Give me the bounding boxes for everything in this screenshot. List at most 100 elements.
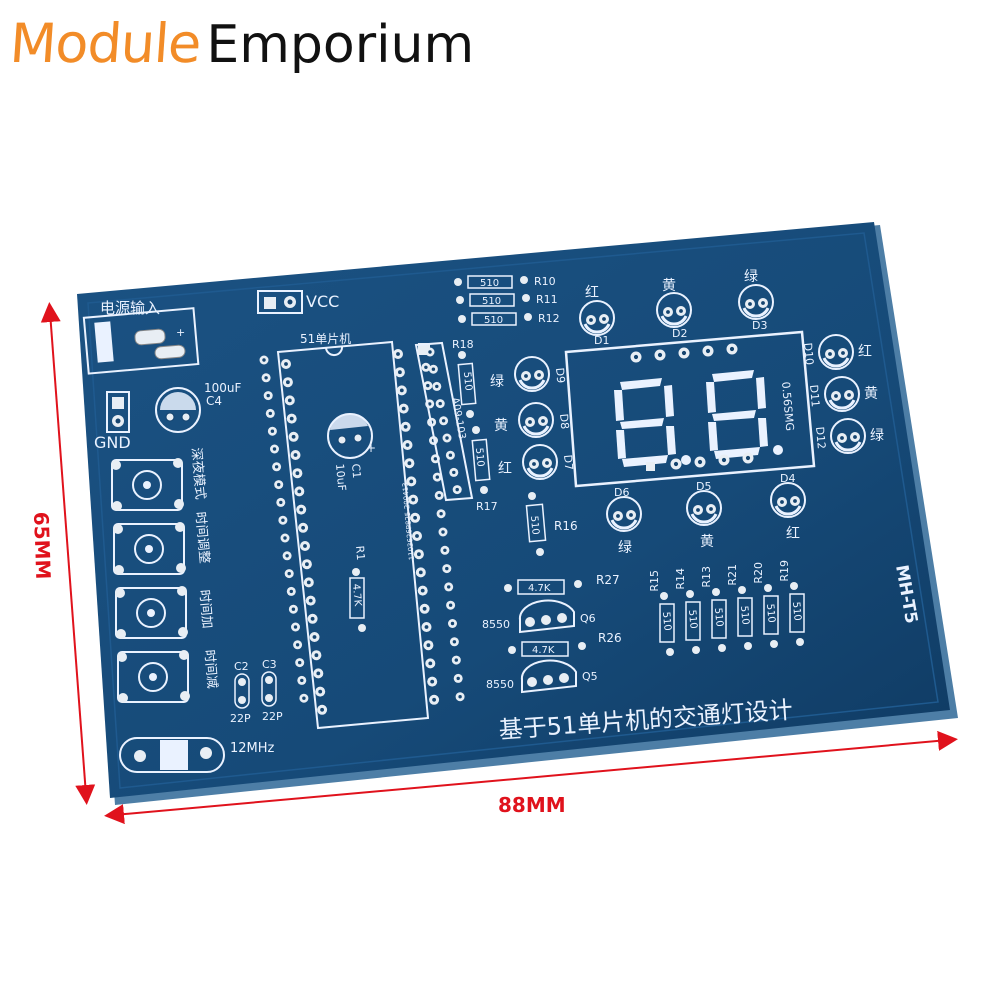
mcu-pin-left-hole [289,416,294,421]
resistor-bank: R15 510 R14 510 R13 510 R21 510 [648,560,805,656]
display-model: 0.56SMG [779,381,796,431]
button-label-time-adjust: 时间调整 [192,511,211,564]
r14-ref: R14 [674,568,687,590]
r19-ref: R19 [778,560,791,582]
header-pin-hole [452,640,457,644]
led-outline [518,402,554,438]
led-pad-hole [616,514,620,518]
led-pad-hole [532,462,536,466]
resistor-r16 [525,492,547,556]
led-color-label: 绿 [490,374,504,390]
resistor-r14: R14 510 [674,568,701,654]
mcu-pin-right-hole [398,370,402,375]
mcu-pins-right [393,349,440,705]
header-pin-hole [458,694,462,699]
mcu-pin-left-hole [303,544,307,548]
resistor-r20: R20 510 [752,562,779,648]
mcu-pin-left-hole [310,616,315,621]
led-d2: 黄D2 [656,277,692,340]
led-outline [656,292,692,328]
mcu-pin-right-hole [405,443,410,447]
led-flat [834,441,862,452]
header-pin-hole [437,493,441,498]
led-ref-label: D1 [594,334,609,347]
led-flat [610,519,638,530]
header-pin-hole [439,511,443,516]
left-column-pin-hole [274,465,279,469]
left-column-pin-hole [297,660,302,665]
resistor-r21: R21 510 [726,564,753,650]
q5-type: 8550 [486,678,514,691]
mcu-label: 51单片机 [300,332,351,346]
led-pad-hole [761,301,765,305]
left-column-pin-hole [289,589,294,594]
left-column-pin-hole [281,518,285,522]
header-column [418,343,465,702]
left-column-pin-hole [302,696,306,700]
left-column-pin-hole [266,393,270,398]
led-outline [514,356,550,392]
display-pin-top-hole [729,346,735,352]
header-pin-hole [448,603,453,607]
left-column-pin-hole [268,411,273,416]
mcu-pin-left-hole [293,453,298,457]
display-pin-top-hole [633,354,639,360]
left-column-pin-hole [285,554,289,558]
r16-ref: R16 [554,519,578,533]
led-pad-hole [748,302,752,306]
resistor-r19: R19 510 [778,560,805,646]
mcu-pin-right-hole [411,497,416,502]
r14-value: 510 [686,609,699,629]
header-pin-hole [433,457,438,461]
led-pad-hole [834,394,838,398]
rpack-pin-hole [441,419,446,423]
mcu-pin-left-hole [286,380,290,385]
led-outline [686,490,722,526]
led-pad-hole [840,436,844,440]
c2-value: 22P [230,712,251,725]
r21-ref: R21 [726,564,739,586]
left-pin-column [259,355,309,703]
led-ref-label: D11 [807,384,822,408]
mcu-pin-right-hole [401,406,406,411]
led-pad-hole [709,507,713,511]
brand-word-emporium: Emporium [206,15,475,75]
rpack-pin-hole [455,487,459,492]
mcu-pin-right-hole [417,552,421,557]
resistor-r18 [457,351,477,418]
mcu-pin-right-hole [432,697,436,702]
resistor-r15: R15 510 [648,570,675,656]
capacitor-c1: + [327,413,376,459]
rpack-pins [425,347,462,495]
resistor-r10: 510 R10 [454,275,556,289]
resistor-pack [414,341,474,502]
led-color-label: 绿 [870,428,884,444]
led-d6: 绿D6 [606,486,642,556]
led-pad-hole [541,419,545,423]
led-ref-label: D9 [553,367,567,384]
header-pin-hole [450,621,455,626]
led-ref-label: D12 [813,426,828,450]
capacitor-c4 [155,387,201,433]
display-pins [630,343,754,471]
led-d12: 绿 D12 [813,418,884,454]
button-time-minus [117,650,190,703]
vcc-label: VCC [306,292,339,311]
led-pad-hole [528,420,532,424]
led-flat [526,467,554,478]
rpack-pin-hole [445,436,449,440]
display-pin-bottom-hole [673,461,679,467]
mcu-pin-left-hole [316,671,321,676]
button-night-mode [111,458,184,511]
r12-value: 510 [484,315,503,326]
power-input-jack: + [82,307,200,375]
mcu-pin-left-hole [284,362,288,366]
left-column-pin-hole [272,447,277,451]
display-pin-bottom-hole [697,459,703,465]
led-ref-label: D5 [696,480,711,493]
led-color-label: 绿 [618,540,632,556]
led-outline [818,334,854,370]
mcu-pin-right-hole [415,534,419,538]
